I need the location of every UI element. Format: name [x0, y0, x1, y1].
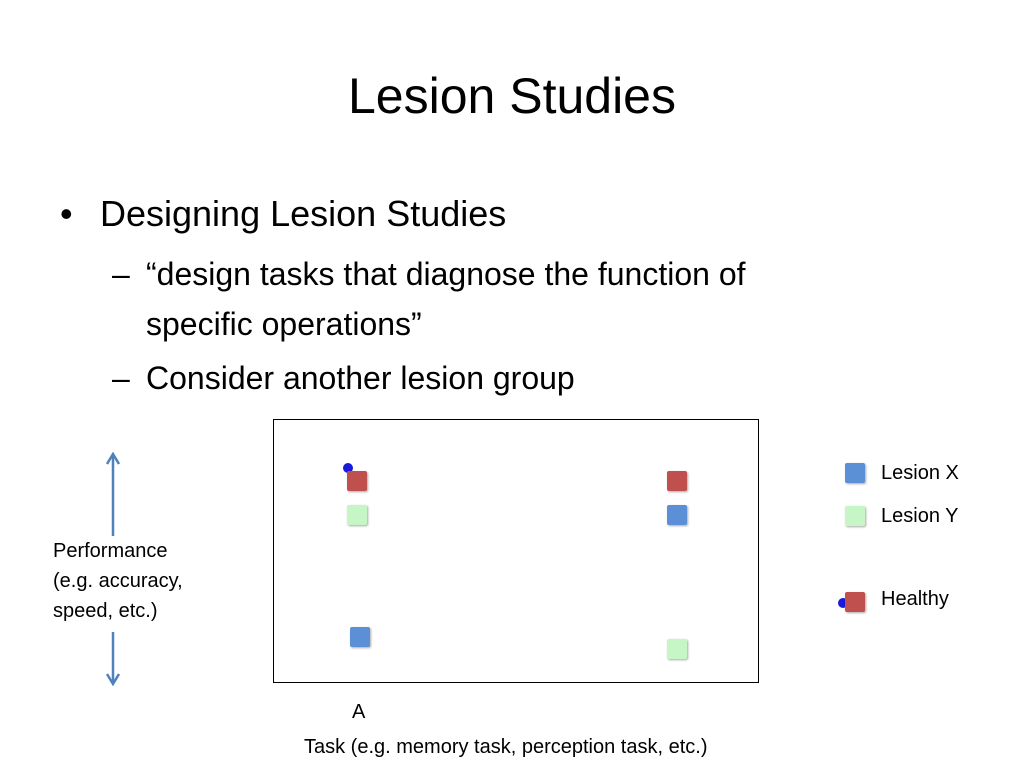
x-axis-label: Task (e.g. memory task, perception task,…: [304, 736, 708, 758]
legend-swatch-lesion-y: [845, 506, 865, 526]
lesion-x-marker-task-a: [350, 627, 370, 647]
arrow-down-icon: [105, 632, 121, 687]
lesion-y-marker-task-a: [347, 505, 367, 525]
lesion-x-marker-task-b: [667, 505, 687, 525]
legend-label-healthy: Healthy: [881, 588, 949, 610]
healthy-marker-task-b: [667, 471, 687, 491]
arrow-up-icon: [105, 451, 121, 536]
slide-title: Lesion Studies: [347, 68, 676, 124]
task-label: A: [352, 701, 366, 723]
legend-swatch-healthy: [845, 592, 865, 612]
healthy-marker-task-a: [347, 471, 367, 491]
sub-bullet-text: “design tasks that diagnose the function…: [146, 256, 746, 342]
legend-marker-dot: [838, 598, 848, 608]
sub-bullet-text: Consider another lesion group: [146, 360, 575, 396]
legend-label-lesion-x: Lesion X: [881, 462, 959, 484]
lesion-y-marker-task-b: [667, 639, 687, 659]
sub-bullet-marker: –: [112, 256, 130, 292]
y-axis-label-line: Performance: [53, 540, 168, 562]
plot-frame: [273, 419, 759, 683]
sub-bullet-item: – “design tasks that diagnose the functi…: [112, 249, 852, 349]
arrow-down-head: [105, 673, 121, 687]
sub-bullet-marker: –: [112, 360, 130, 396]
y-axis-label-line: speed, etc.): [53, 600, 158, 622]
marker-dot: [343, 463, 353, 473]
y-axis-label-line: (e.g. accuracy,: [53, 570, 183, 592]
sub-bullet-item: – Consider another lesion group: [112, 353, 852, 403]
bullet-item: • Designing Lesion Studies: [60, 192, 506, 236]
bullet-marker: •: [60, 193, 73, 234]
legend-swatch-lesion-x: [845, 463, 865, 483]
arrow-up-head: [105, 451, 121, 465]
bullet-text: Designing Lesion Studies: [100, 193, 507, 234]
y-axis-label: Performance (e.g. accuracy, speed, etc.): [53, 536, 183, 626]
legend-label-lesion-y: Lesion Y: [881, 505, 959, 527]
